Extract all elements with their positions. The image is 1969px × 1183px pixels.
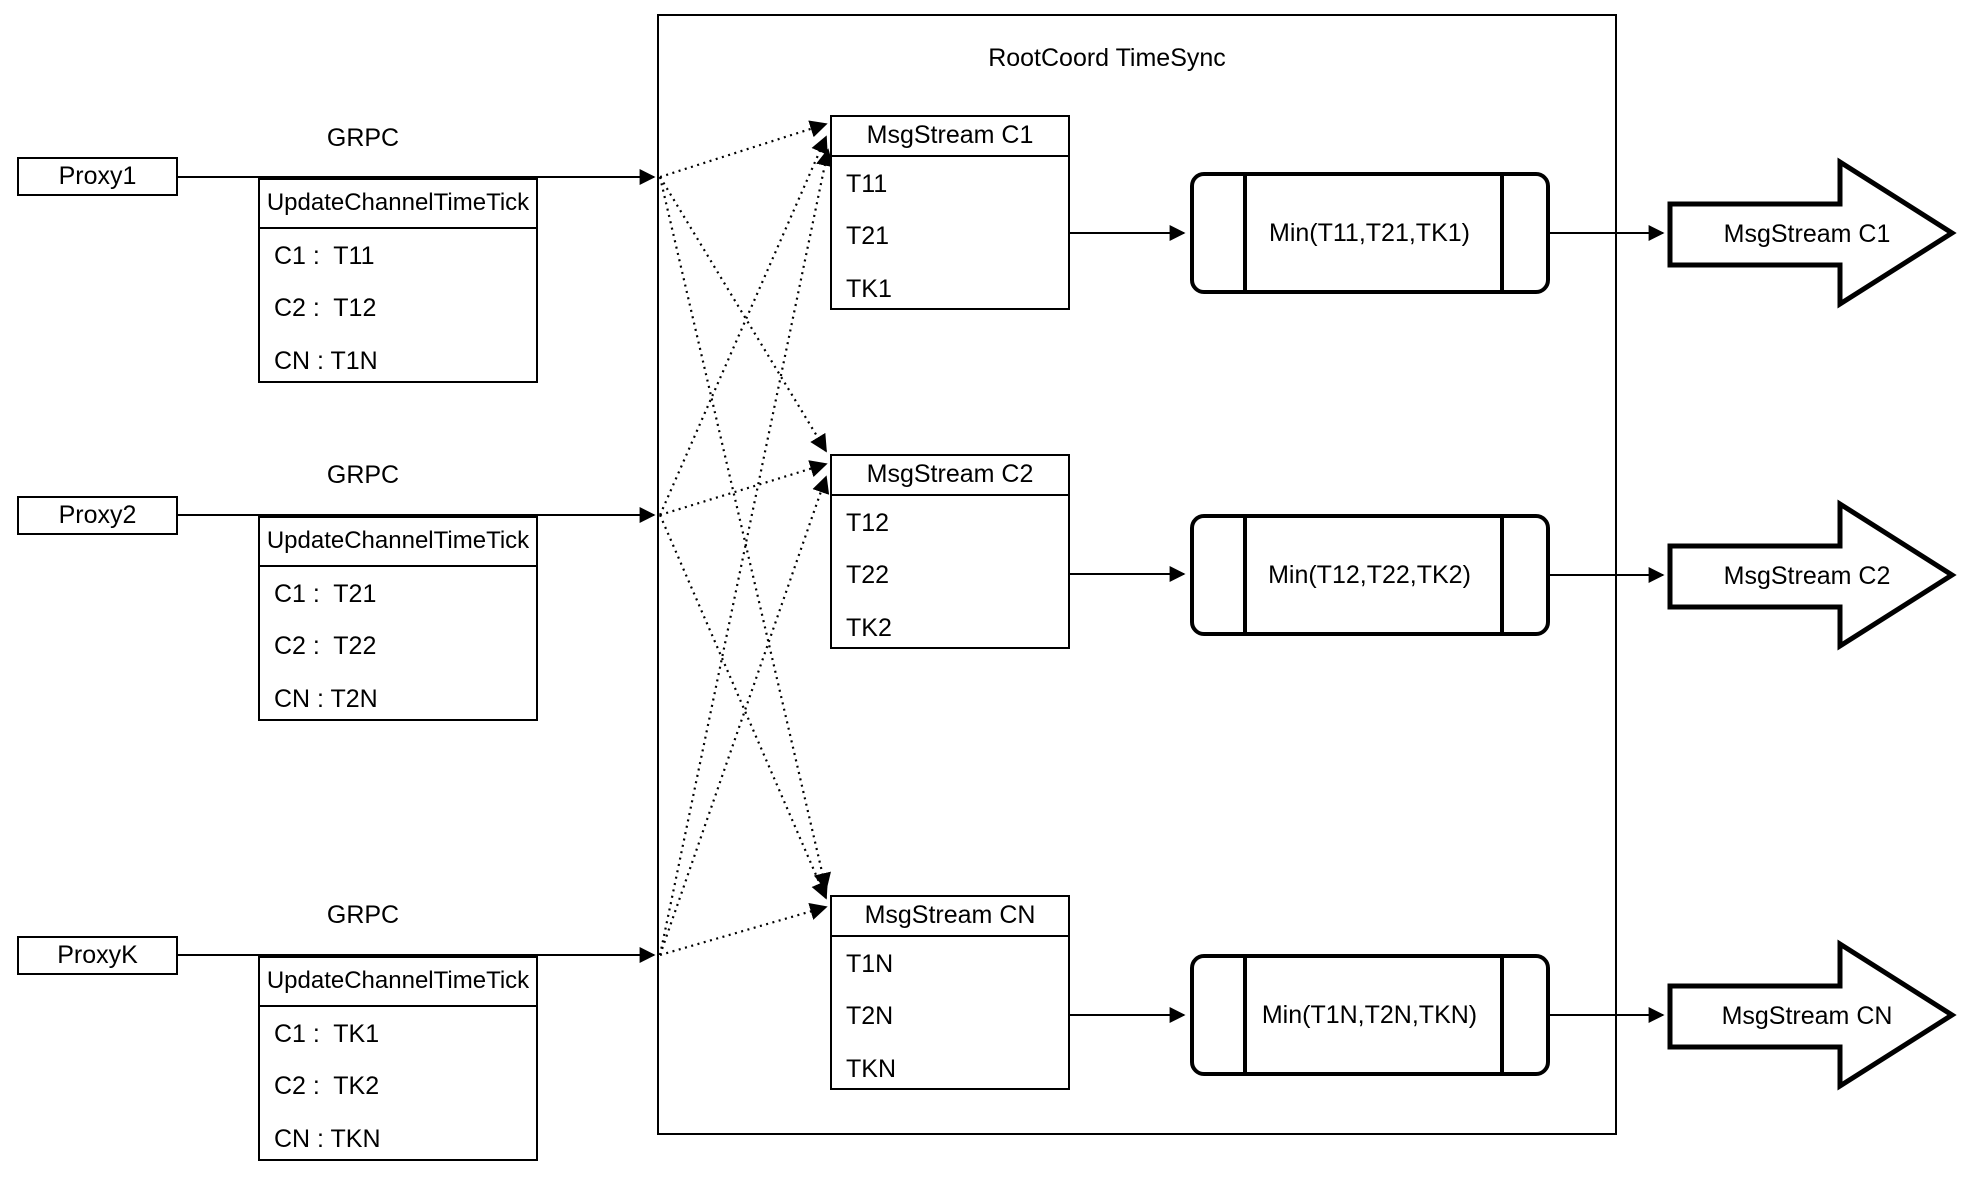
grpc-label-row3: GRPC [326, 901, 400, 929]
min-node-label: Min(T1N,T2N,TKN) [1261, 1001, 1478, 1029]
update-channel-timetick-table-proxy1: UpdateChannelTimeTick C1 : T11 C2 : T12 … [258, 178, 538, 383]
grpc-label-row2: GRPC [326, 461, 400, 489]
update-table-header: UpdateChannelTimeTick [260, 958, 536, 1007]
grpc-arrows [178, 169, 656, 963]
stream-table-header: MsgStream C1 [832, 117, 1068, 157]
update-table-header: UpdateChannelTimeTick [260, 518, 536, 567]
update-table-cell: C1 : TK1 [274, 1020, 380, 1048]
msgstream-cn-table: MsgStream CN T1N T2N TKN [830, 895, 1070, 1090]
dotted-arrow-pk-c1 [658, 148, 834, 956]
proxyk-box: ProxyK [17, 936, 178, 975]
output-arrow-shape-c2 [1667, 499, 1957, 651]
update-table-cell: C2 : T12 [274, 294, 377, 322]
proxy1-box: Proxy1 [17, 157, 178, 196]
update-table-cell: CN : TKN [274, 1125, 381, 1153]
update-table-header: UpdateChannelTimeTick [260, 180, 536, 229]
output-block-arrows [1667, 157, 1957, 1091]
stream-table-header: MsgStream CN [832, 897, 1068, 937]
update-table-cell: C1 : T21 [274, 580, 377, 608]
dotted-arrow-pk-cn [659, 902, 828, 957]
msgstream-c2-table: MsgStream C2 T12 T22 TK2 [830, 454, 1070, 649]
update-table-cell: CN : T2N [274, 685, 378, 713]
min-to-output-arrows [1550, 225, 1665, 1023]
msgstream-c1-table: MsgStream C1 T11 T21 TK1 [830, 115, 1070, 310]
rootcoord-timesync-box [657, 14, 1617, 1135]
update-channel-timetick-table-proxyk: UpdateChannelTimeTick C1 : TK1 C2 : TK2 … [258, 956, 538, 1161]
proxy2-box: Proxy2 [17, 496, 178, 535]
min-node-c1: Min(T11,T21,TK1) [1190, 172, 1550, 294]
output-arrow-shape-c1 [1667, 157, 1957, 309]
min-node-divider-right [1500, 518, 1504, 632]
stream-table-cell: TKN [846, 1055, 896, 1083]
stream-table-cell: T11 [846, 170, 888, 198]
update-table-cell: C2 : TK2 [274, 1072, 380, 1100]
stream-table-cell: TK2 [846, 614, 892, 642]
min-node-label: Min(T12,T22,TK2) [1268, 561, 1471, 589]
update-table-cell: C2 : T22 [274, 632, 377, 660]
min-node-divider-left [1243, 958, 1247, 1072]
grpc-label-row1: GRPC [326, 124, 400, 152]
min-node-divider-right [1500, 176, 1504, 290]
output-arrow-label-c2: MsgStream C2 [1723, 562, 1891, 590]
rootcoord-timesync-title: RootCoord TimeSync [988, 44, 1226, 72]
min-node-divider-right [1500, 958, 1504, 1072]
min-node-divider-left [1243, 518, 1247, 632]
dotted-arrow-p1-c2 [659, 176, 827, 453]
min-node-label: Min(T11,T21,TK1) [1269, 219, 1470, 247]
stream-table-cell: TK1 [846, 275, 892, 303]
dotted-arrow-p2-c2 [659, 460, 828, 517]
output-arrow-label-c1: MsgStream C1 [1723, 220, 1891, 248]
output-arrow-shape-cn [1667, 939, 1957, 1091]
stream-table-cell: T1N [846, 950, 894, 978]
stream-table-cell: T22 [846, 561, 890, 589]
stream-table-cell: T21 [846, 222, 890, 250]
stream-table-cell: T2N [846, 1002, 894, 1030]
output-arrow-label-cn: MsgStream CN [1721, 1002, 1893, 1030]
stream-to-min-arrows [1070, 225, 1186, 1023]
update-channel-timetick-table-proxy2: UpdateChannelTimeTick C1 : T21 C2 : T22 … [258, 516, 538, 721]
dotted-arrow-p1-cn [658, 176, 831, 891]
stream-table-cell: T12 [846, 509, 890, 537]
fanout-dotted-arrows [658, 120, 834, 957]
dotted-arrow-p2-cn [658, 514, 828, 900]
min-node-cn: Min(T1N,T2N,TKN) [1190, 954, 1550, 1076]
update-table-cell: C1 : T11 [274, 242, 375, 270]
min-node-divider-left [1243, 176, 1247, 290]
stream-table-header: MsgStream C2 [832, 456, 1068, 496]
min-node-c2: Min(T12,T22,TK2) [1190, 514, 1550, 636]
update-table-cell: CN : T1N [274, 347, 378, 375]
